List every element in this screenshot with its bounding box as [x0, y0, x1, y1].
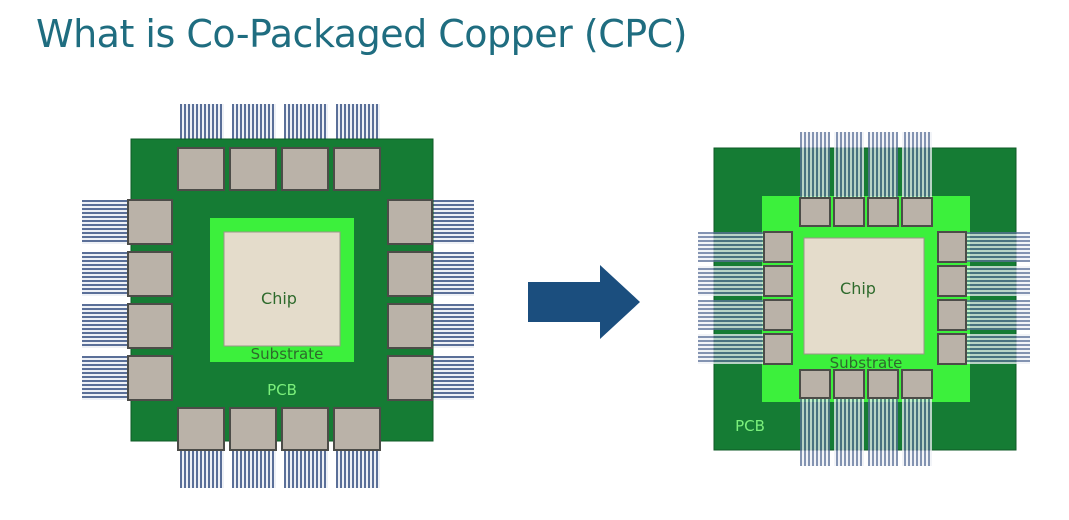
cable-bundle	[902, 132, 932, 200]
connector-module	[937, 231, 967, 263]
cable-bundle	[82, 356, 132, 400]
cable-bundle	[698, 300, 766, 330]
right-chip	[803, 237, 925, 355]
right-substrate-label: Substrate	[830, 354, 903, 372]
cable-bundle	[432, 200, 474, 244]
connector-module	[387, 303, 433, 349]
connector-module	[333, 147, 381, 191]
connector-module	[833, 197, 865, 227]
cable-bundle	[964, 300, 1030, 330]
connector-module	[281, 147, 329, 191]
connector-module	[763, 231, 793, 263]
cable-bundle	[698, 334, 766, 364]
connector-module	[763, 333, 793, 365]
cable-bundle	[432, 304, 474, 348]
connector-module	[333, 407, 381, 451]
left-chip	[223, 231, 341, 347]
traditional-package-diagram: Chip Substrate PCB	[82, 104, 474, 488]
right-cable-bundles	[698, 132, 1030, 466]
connector-module	[867, 369, 899, 399]
cable-bundle	[284, 104, 328, 140]
cable-bundle	[82, 252, 132, 296]
left-connector-modules	[127, 147, 433, 451]
right-pcb-label: PCB	[735, 417, 765, 435]
connector-module	[937, 299, 967, 331]
cable-bundle	[82, 304, 132, 348]
connector-module	[229, 147, 277, 191]
connector-module	[763, 265, 793, 297]
left-substrate-label: Substrate	[251, 345, 324, 363]
connector-module	[229, 407, 277, 451]
right-chip-label: Chip	[840, 279, 876, 298]
connector-module	[177, 147, 225, 191]
connector-module	[799, 369, 831, 399]
cable-bundle	[868, 396, 898, 466]
slide-title: What is Co-Packaged Copper (CPC)	[36, 12, 688, 56]
connector-module	[937, 333, 967, 365]
connector-module	[387, 199, 433, 245]
connector-module	[867, 197, 899, 227]
cable-bundle	[964, 334, 1030, 364]
connector-module	[799, 197, 831, 227]
connector-module	[281, 407, 329, 451]
connector-module	[127, 199, 173, 245]
cable-bundle	[800, 396, 830, 466]
connector-module	[127, 355, 173, 401]
connector-module	[127, 303, 173, 349]
cable-bundle	[698, 232, 766, 262]
cable-bundle	[180, 104, 224, 140]
cable-bundle	[834, 132, 864, 200]
cable-bundle	[432, 252, 474, 296]
cable-bundle	[964, 266, 1030, 296]
left-cable-bundles	[82, 104, 474, 488]
connector-module	[937, 265, 967, 297]
connector-module	[127, 251, 173, 297]
cable-bundle	[82, 200, 132, 244]
cable-bundle	[336, 104, 380, 140]
connector-module	[387, 251, 433, 297]
right-arrow-icon	[528, 265, 640, 339]
connector-module	[901, 369, 933, 399]
right-connector-modules	[763, 197, 967, 399]
cable-bundle	[964, 232, 1030, 262]
cable-bundle	[800, 132, 830, 200]
connector-module	[387, 355, 433, 401]
connector-module	[901, 197, 933, 227]
cable-bundle	[432, 356, 474, 400]
left-chip-label: Chip	[261, 289, 297, 308]
cable-bundle	[902, 396, 932, 466]
cable-bundle	[698, 266, 766, 296]
cable-bundle	[232, 104, 276, 140]
co-packaged-copper-diagram: Chip Substrate PCB	[698, 132, 1030, 466]
connector-module	[833, 369, 865, 399]
cable-bundle	[834, 396, 864, 466]
cable-bundle	[868, 132, 898, 200]
left-pcb-label: PCB	[267, 381, 297, 399]
connector-module	[763, 299, 793, 331]
connector-module	[177, 407, 225, 451]
